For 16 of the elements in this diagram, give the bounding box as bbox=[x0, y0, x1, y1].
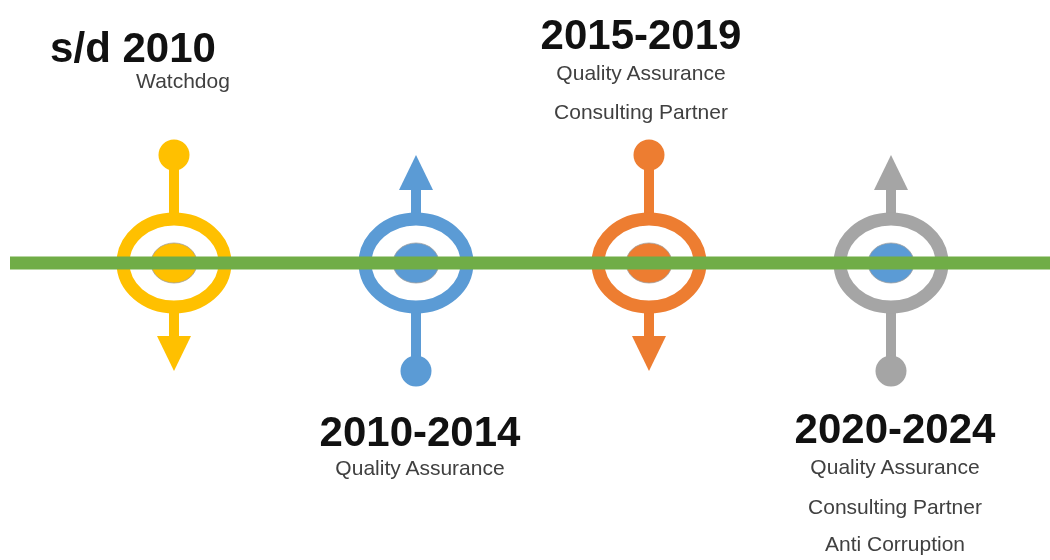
timeline-marker-drawing bbox=[116, 139, 232, 371]
timeline-marker-drawing bbox=[591, 139, 707, 371]
year-heading: 2010-2014 bbox=[319, 409, 521, 455]
milestone-text: Consulting Partner bbox=[808, 496, 982, 518]
milestone-text: Quality Assurance bbox=[335, 457, 505, 479]
milestone-text: Watchdog bbox=[136, 70, 230, 92]
timeline-marker-drawing bbox=[833, 155, 949, 387]
milestone-text: Consulting Partner bbox=[554, 101, 728, 123]
milestone-text: Quality Assurance bbox=[810, 456, 980, 478]
year-heading: 2020-2024 bbox=[794, 406, 996, 452]
timeline-axis bbox=[10, 256, 1050, 270]
milestone-text: Quality Assurance bbox=[556, 62, 726, 84]
year-heading: 2015-2019 bbox=[540, 12, 742, 58]
timeline-marker-drawing bbox=[358, 155, 474, 387]
milestone-text: Anti Corruption bbox=[824, 533, 966, 555]
year-heading: s/d 2010 bbox=[50, 25, 216, 71]
